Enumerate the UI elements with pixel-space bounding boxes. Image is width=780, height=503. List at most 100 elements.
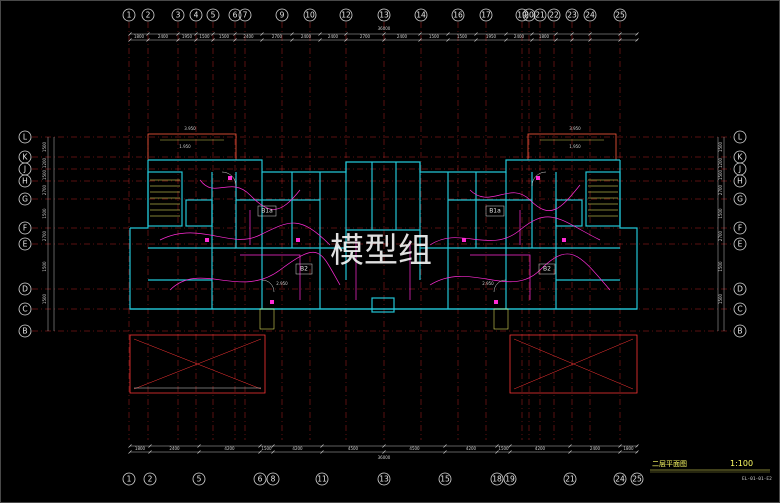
axis-label: 15 — [440, 475, 450, 484]
axis-bubble: 22 — [547, 8, 561, 22]
axis-label: 12 — [341, 11, 351, 20]
axis-label: 14 — [416, 11, 426, 20]
axis-bubble: H — [733, 174, 747, 188]
drawing-code: EL-01-01-E2 — [742, 476, 772, 482]
door-swings — [221, 171, 547, 330]
dimension-label: 4200 — [466, 446, 477, 451]
dimension-label: 2400 — [243, 34, 254, 39]
dimension-label: 1500 — [718, 293, 723, 304]
dimension-label: 1500 — [498, 446, 509, 451]
axis-label: D — [22, 285, 28, 294]
level-notes: 3.950 1.950 2.950 3.950 1.950 2.950 — [179, 126, 581, 286]
axis-label: H — [22, 177, 28, 186]
axis-label: 25 — [632, 475, 642, 484]
dimension-label: 2700 — [360, 34, 371, 39]
axis-label: 3 — [176, 11, 181, 20]
fixture-markers — [205, 176, 566, 304]
axis-bubble: 19 — [515, 8, 529, 22]
dimension-label: 1500 — [718, 208, 723, 219]
axis-label: H — [737, 177, 743, 186]
axis-label: 11 — [317, 475, 327, 484]
dimension-label: 2700 — [718, 184, 723, 195]
dimension-label: 2700 — [42, 184, 47, 195]
axis-bubble: 14 — [414, 8, 428, 22]
dimension-label: 2400 — [397, 34, 408, 39]
axis-label: 8 — [271, 475, 276, 484]
title-block: 二层平面图 1:100 EL-01-01-E2 — [650, 459, 772, 482]
axis-label: D — [737, 285, 743, 294]
axis-bubble: 1 — [122, 8, 136, 22]
axis-label: B — [22, 327, 27, 336]
dimension-label: 1500 — [42, 141, 47, 152]
level-note: 3.950 — [184, 126, 196, 131]
axis-label: 18 — [492, 475, 502, 484]
dimension-label: 2400 — [328, 34, 339, 39]
axis-label: 4 — [194, 11, 199, 20]
dimension-label: 4500 — [409, 446, 420, 451]
dimension-label: 1800 — [623, 446, 634, 451]
axis-bubble: K — [18, 150, 32, 164]
axis-grid — [32, 22, 734, 454]
bottom-balconies — [129, 334, 638, 394]
axis-bubble: K — [733, 150, 747, 164]
axis-bubble: 13 — [377, 8, 391, 22]
dimension-label: 4200 — [535, 446, 546, 451]
axis-bubble: 5 — [192, 472, 206, 486]
axis-bubble: D — [733, 282, 747, 296]
dimension-label: 1800 — [135, 446, 146, 451]
dimension-label: 1500 — [718, 261, 723, 272]
dimension-label: 1500 — [42, 293, 47, 304]
axis-bubble: C — [733, 302, 747, 316]
axis-label: 19 — [505, 475, 515, 484]
dimension-label: 1500 — [457, 34, 468, 39]
unit-label: B2 — [543, 266, 551, 273]
top-total-dimension: 36000 — [378, 26, 391, 31]
level-note: 2.950 — [276, 281, 288, 286]
axis-label: E — [738, 240, 743, 249]
axis-label: K — [23, 153, 29, 162]
axis-label: 20 — [524, 11, 534, 20]
axis-label: J — [23, 165, 26, 174]
dimension-label: 1500 — [219, 34, 230, 39]
axis-bubble: 5 — [206, 8, 220, 22]
axis-bubble: G — [18, 192, 32, 206]
axis-bubble: B — [733, 324, 747, 338]
level-note: 1.950 — [179, 144, 191, 149]
axis-bubble: L — [18, 130, 32, 144]
dimension-label: 2400 — [158, 34, 169, 39]
dimension-label: 1500 — [199, 34, 210, 39]
dimension-label: 2400 — [301, 34, 312, 39]
unit-label: B1a — [489, 208, 501, 215]
axis-label: 19 — [517, 11, 527, 20]
dimension-label: 4200 — [224, 446, 235, 451]
axis-bubble: 6 — [253, 472, 267, 486]
axis-bubble: 2 — [141, 8, 155, 22]
axis-bubble: 6 — [228, 8, 242, 22]
unit-label: B2 — [300, 266, 308, 273]
drawing-title: 二层平面图 — [652, 460, 687, 468]
watermark: 模型组 — [330, 231, 432, 271]
axis-label: L — [23, 133, 28, 142]
axis-label: 5 — [211, 11, 216, 20]
axis-bubble: 17 — [479, 8, 493, 22]
axis-label: 23 — [567, 11, 577, 20]
axis-bubble: 7 — [238, 8, 252, 22]
axis-bubble: 16 — [451, 8, 465, 22]
axis-label: 6 — [258, 475, 263, 484]
level-note: 2.950 — [482, 281, 494, 286]
axis-bubble: 23 — [565, 8, 579, 22]
dimension-label: 1500 — [718, 141, 723, 152]
axis-label: 21 — [535, 11, 545, 20]
axis-bubble: 12 — [339, 8, 353, 22]
axis-bubble: F — [18, 221, 32, 235]
axis-bubble: 3 — [171, 8, 185, 22]
dimension-label: 2400 — [514, 34, 525, 39]
axis-bubble: 18 — [490, 472, 504, 486]
dimension-label: 2700 — [272, 34, 283, 39]
